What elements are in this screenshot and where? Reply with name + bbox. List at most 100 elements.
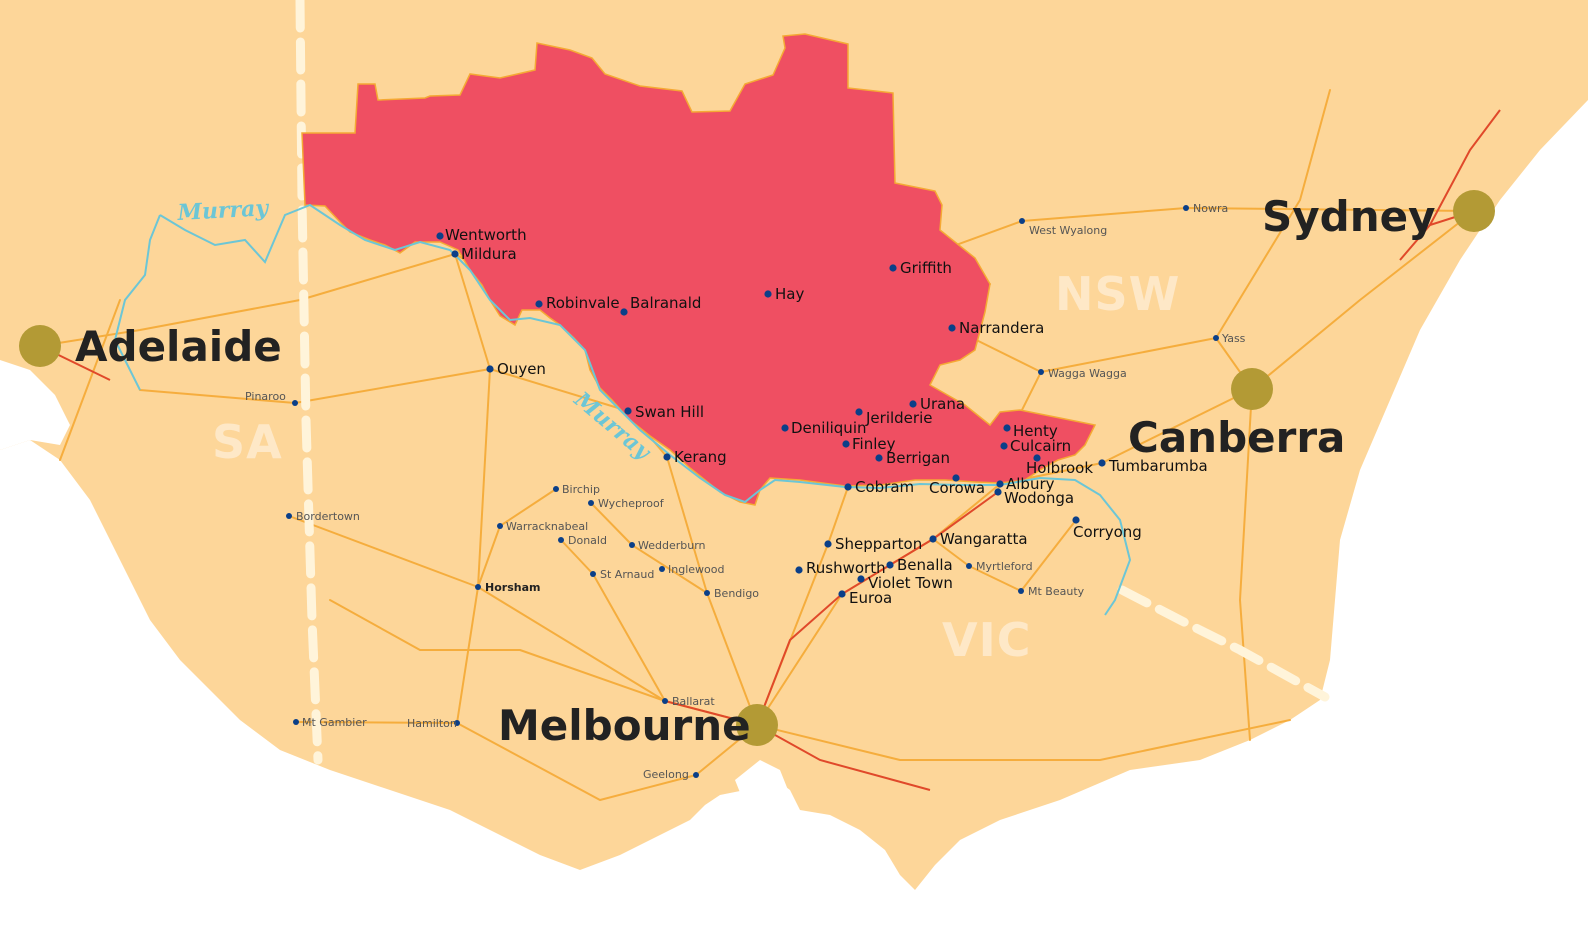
capital-marker-canberra[interactable] (1231, 368, 1273, 410)
town-dot-bendigo[interactable] (704, 590, 710, 596)
town-dot-wagga-wagga[interactable] (1038, 369, 1044, 375)
town-label-west-wyalong: West Wyalong (1029, 224, 1107, 237)
town-label-wedderburn: Wedderburn (638, 539, 706, 552)
town-label-wangaratta: Wangaratta (940, 530, 1028, 548)
town-label-finley: Finley (852, 435, 896, 453)
town-label-henty: Henty (1013, 422, 1058, 440)
town-dot-berrigan[interactable] (875, 454, 883, 462)
capital-marker-adelaide[interactable] (19, 325, 61, 367)
town-dot-corryong[interactable] (1072, 516, 1080, 524)
town-label-bendigo: Bendigo (714, 587, 759, 600)
town-dot-ballarat[interactable] (662, 698, 668, 704)
town-dot-jerilderie[interactable] (855, 408, 863, 416)
town-label-bordertown: Bordertown (296, 510, 360, 523)
town-dot-culcairn[interactable] (1000, 442, 1008, 450)
town-dot-robinvale[interactable] (535, 300, 543, 308)
town-label-warracknabeal: Warracknabeal (506, 520, 588, 533)
town-dot-violet-town[interactable] (857, 575, 865, 583)
town-dot-tumbarumba[interactable] (1098, 459, 1106, 467)
town-label-urana: Urana (920, 395, 965, 413)
town-dot-cobram[interactable] (844, 483, 852, 491)
town-label-birchip: Birchip (562, 483, 600, 496)
town-dot-finley[interactable] (842, 440, 850, 448)
state-label-nsw: NSW (1055, 267, 1180, 321)
town-dot-mildura[interactable] (451, 250, 459, 258)
town-dot-mt-beauty[interactable] (1018, 588, 1024, 594)
road-12 (932, 519, 1077, 592)
town-dot-geelong[interactable] (693, 772, 699, 778)
town-label-robinvale: Robinvale (546, 294, 620, 312)
town-dot-hay[interactable] (764, 290, 772, 298)
town-dot-horsham[interactable] (475, 584, 481, 590)
gulf (0, 360, 70, 450)
town-dot-corowa[interactable] (952, 474, 960, 482)
town-dot-wodonga[interactable] (994, 488, 1002, 496)
town-dot-kerang[interactable] (663, 453, 671, 461)
town-dot-west-wyalong[interactable] (1019, 218, 1025, 224)
town-label-deniliquin: Deniliquin (791, 419, 867, 437)
town-dot-rushworth[interactable] (795, 566, 803, 574)
town-label-albury: Albury (1006, 475, 1055, 493)
town-dot-st-arnaud[interactable] (590, 571, 596, 577)
town-dot-wedderburn[interactable] (629, 542, 635, 548)
highlighted-region[interactable] (301, 33, 1097, 506)
road-19 (1215, 89, 1331, 339)
town-label-mt-beauty: Mt Beauty (1028, 585, 1085, 598)
town-dot-bordertown[interactable] (286, 513, 292, 519)
town-label-geelong: Geelong (643, 768, 689, 781)
town-dot-ouyen[interactable] (486, 365, 494, 373)
town-label-wycheproof: Wycheproof (598, 497, 665, 510)
town-dot-swan-hill[interactable] (624, 407, 632, 415)
town-dot-euroa[interactable] (838, 590, 846, 598)
town-dot-warracknabeal[interactable] (497, 523, 503, 529)
town-dot-nowra[interactable] (1183, 205, 1189, 211)
vic-nsw-border-east (1117, 585, 1330, 702)
murray-river-lower (113, 214, 161, 391)
rail-line-1 (756, 491, 999, 726)
town-dot-hamilton[interactable] (454, 720, 460, 726)
capital-marker-melbourne[interactable] (736, 704, 778, 746)
capital-marker-sydney[interactable] (1453, 190, 1495, 232)
state-label-sa: SA (212, 415, 283, 469)
town-label-corowa: Corowa (929, 479, 985, 497)
town-dot-benalla[interactable] (886, 561, 894, 569)
port-phillip-bay (735, 760, 790, 810)
town-label-kerang: Kerang (674, 448, 727, 466)
town-dot-inglewood[interactable] (659, 566, 665, 572)
town-dot-wycheproof[interactable] (588, 500, 594, 506)
town-dot-wangaratta[interactable] (929, 535, 937, 543)
town-dot-pinaroo[interactable] (292, 400, 298, 406)
town-dot-yass[interactable] (1213, 335, 1219, 341)
town-label-jerilderie: Jerilderie (865, 409, 932, 427)
town-dot-urana[interactable] (909, 400, 917, 408)
town-dot-shepparton[interactable] (824, 540, 832, 548)
town-label-swan-hill: Swan Hill (635, 403, 704, 421)
town-dot-narrandera[interactable] (948, 324, 956, 332)
town-dot-myrtleford[interactable] (966, 563, 972, 569)
town-label-hay: Hay (775, 285, 804, 303)
town-dot-deniliquin[interactable] (781, 424, 789, 432)
town-dot-henty[interactable] (1003, 424, 1011, 432)
town-label-donald: Donald (568, 534, 607, 547)
town-dot-mt-gambier[interactable] (293, 719, 299, 725)
town-label-mildura: Mildura (461, 245, 517, 263)
town-dot-griffith[interactable] (889, 264, 897, 272)
rail-line-5 (756, 724, 931, 791)
town-dot-wentworth[interactable] (436, 232, 444, 240)
town-dot-donald[interactable] (558, 537, 564, 543)
town-label-yass: Yass (1221, 332, 1246, 345)
road-18 (1239, 388, 1253, 741)
road-17 (756, 719, 1291, 761)
capital-label-canberra: Canberra (1128, 413, 1345, 462)
town-label-hamilton: Hamilton (407, 717, 457, 730)
capital-label-melbourne: Melbourne (498, 701, 751, 750)
town-label-ouyen: Ouyen (497, 360, 546, 378)
town-label-griffith: Griffith (900, 259, 952, 277)
town-dot-balranald[interactable] (620, 308, 628, 316)
town-dot-albury[interactable] (996, 480, 1004, 488)
town-label-myrtleford: Myrtleford (976, 560, 1033, 573)
town-dot-birchip[interactable] (553, 486, 559, 492)
town-dot-holbrook[interactable] (1033, 454, 1041, 462)
